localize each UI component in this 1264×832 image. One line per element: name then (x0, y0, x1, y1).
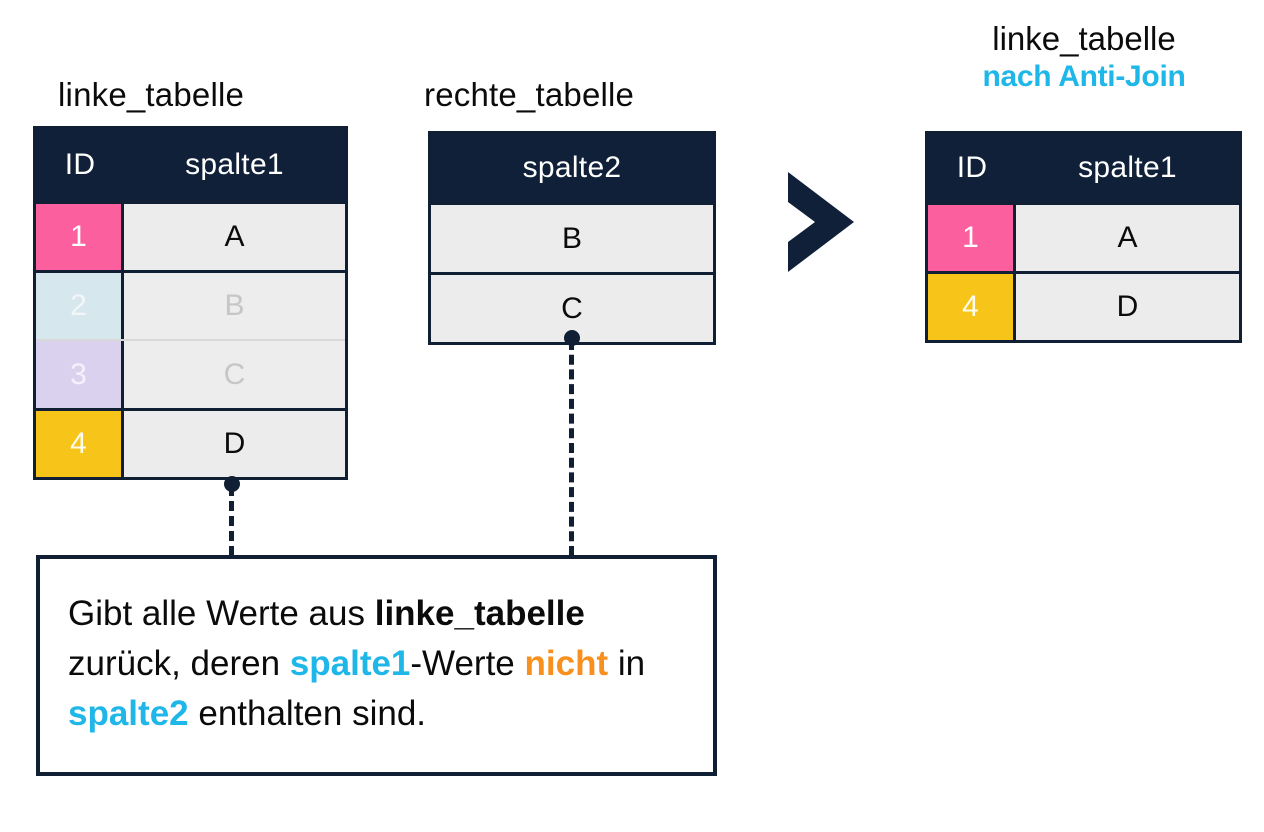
caption-text: Gibt alle Werte aus linke_tabelle zurück… (68, 589, 685, 739)
left-cell-id-1: 1 (36, 204, 124, 270)
right-table-header-row: spalte2 (431, 134, 713, 202)
result-table-header-row: ID spalte1 (928, 134, 1239, 202)
table-row: 4 D (928, 271, 1239, 340)
left-cell-value-3: C (124, 341, 345, 408)
caption-box: Gibt alle Werte aus linke_tabelle zurück… (36, 555, 717, 776)
result-title-line2: nach Anti-Join (982, 60, 1186, 93)
right-cell-value-1: B (431, 205, 713, 272)
result-title-line1: linke_tabelle (992, 20, 1176, 57)
caption-seg-nicht: nicht (524, 644, 609, 683)
left-table: ID spalte1 1 A 2 B 3 C 4 D (33, 126, 348, 480)
table-row: 4 D (36, 408, 345, 477)
caption-seg-3: zurück, deren (68, 644, 290, 683)
left-cell-id-3: 3 (36, 341, 124, 408)
table-row: B (431, 202, 713, 272)
left-table-header-row: ID spalte1 (36, 129, 345, 201)
caption-seg-spalte1: spalte1 (289, 644, 411, 683)
left-header-id: ID (64, 148, 96, 181)
result-cell-id-1: 1 (928, 205, 1016, 271)
left-cell-value-1: A (124, 204, 345, 270)
caption-seg-5: -Werte (410, 644, 525, 683)
result-table: ID spalte1 1 A 4 D (925, 131, 1242, 343)
caption-seg-spalte2: spalte2 (68, 694, 189, 733)
table-row: 1 A (36, 201, 345, 270)
connector-dot-right (564, 330, 580, 346)
connector-dot-left (224, 476, 240, 492)
result-header-spalte1: spalte1 (1078, 151, 1177, 184)
right-header-spalte2: spalte2 (522, 151, 622, 184)
result-cell-id-4: 4 (928, 274, 1016, 340)
connector-line-right (569, 340, 574, 556)
connector-line-left (229, 486, 234, 556)
left-cell-id-4: 4 (36, 411, 124, 477)
left-cell-id-2: 2 (36, 273, 124, 339)
caption-seg-linke-tabelle: linke_tabelle (374, 594, 585, 633)
right-table-title: rechte_tabelle (424, 76, 635, 113)
result-table-title: linke_tabelle nach Anti-Join (925, 20, 1243, 96)
table-row: 2 B (36, 270, 345, 339)
caption-seg-9: enthalten sind. (188, 694, 427, 733)
chevron-right-icon (782, 168, 860, 276)
table-row: 3 C (36, 339, 345, 408)
left-cell-value-2: B (124, 273, 345, 339)
left-table-title: linke_tabelle (58, 76, 245, 113)
caption-seg-1: Gibt alle Werte aus (68, 594, 375, 633)
result-header-id: ID (956, 151, 988, 184)
left-header-spalte1: spalte1 (185, 148, 284, 181)
caption-seg-7: in (608, 644, 646, 683)
result-cell-value-4: D (1016, 274, 1239, 340)
left-cell-value-4: D (124, 411, 345, 477)
table-row: 1 A (928, 202, 1239, 271)
result-cell-value-1: A (1016, 205, 1239, 271)
right-table: spalte2 B C (428, 131, 716, 345)
